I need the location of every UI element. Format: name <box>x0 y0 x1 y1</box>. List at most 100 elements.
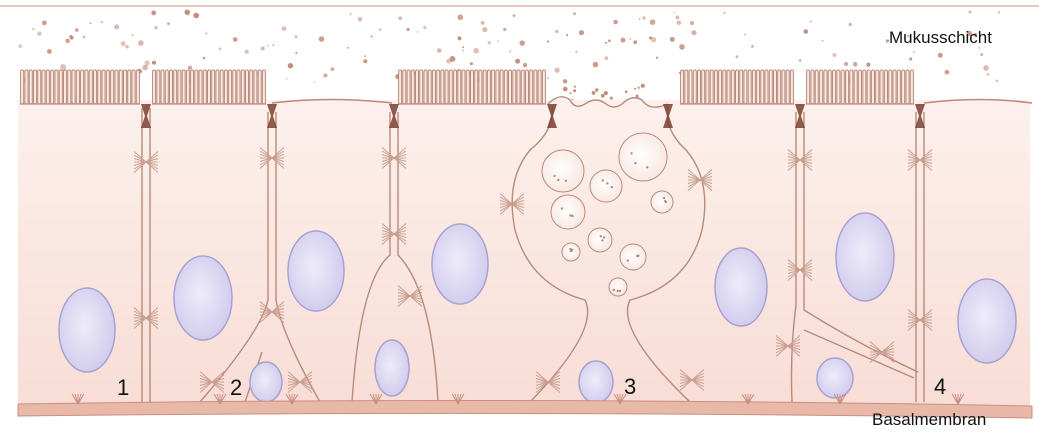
microvillus <box>719 70 722 104</box>
microvillus <box>479 70 482 104</box>
mucus-dot <box>605 56 609 60</box>
microvillus <box>867 70 870 104</box>
microvillus <box>500 70 503 104</box>
microvillus <box>487 70 490 104</box>
microvillus <box>854 70 857 104</box>
mucus-dot <box>751 45 754 48</box>
mucus-dot <box>520 40 525 45</box>
microvillus <box>458 70 461 104</box>
mucus-dot <box>37 32 41 36</box>
microvillus <box>199 70 202 104</box>
microvillus <box>534 70 537 104</box>
mucus-dot <box>595 88 598 91</box>
vesicle-granule <box>569 248 571 250</box>
microvillus <box>432 70 435 104</box>
mucus-dot <box>42 20 47 25</box>
mucus-dot <box>509 50 511 52</box>
microvillus <box>165 70 168 104</box>
microvillus <box>437 70 440 104</box>
mucus-dot <box>804 29 809 34</box>
mucus-dot <box>849 23 852 26</box>
mucus-dot <box>347 47 349 49</box>
microvillus <box>454 70 457 104</box>
microvillus <box>723 70 726 104</box>
microvillus <box>229 70 232 104</box>
microvillus <box>115 70 118 104</box>
mucus-dot <box>809 20 811 22</box>
microvillus <box>128 70 131 104</box>
mucus-dot <box>690 21 694 25</box>
microvillus <box>790 70 793 104</box>
mucus-dot <box>470 62 473 65</box>
vesicle-granule <box>636 255 638 257</box>
mucus-dot <box>154 26 158 30</box>
mucus-dot <box>457 14 463 20</box>
vesicle-granule <box>602 179 604 181</box>
mucus-dot <box>563 79 567 83</box>
nucleus <box>288 231 344 311</box>
microvillus <box>769 70 772 104</box>
microvillus <box>262 70 265 104</box>
microvillus <box>509 70 512 104</box>
microvillus <box>526 70 529 104</box>
vesicle-granule <box>646 166 648 168</box>
microvillus <box>76 70 79 104</box>
mucus-dot <box>482 27 487 32</box>
microvillus <box>98 70 101 104</box>
mucus-dot <box>18 44 22 48</box>
microvillus <box>29 70 32 104</box>
basement-membrane-label: Basalmembran <box>872 411 986 428</box>
mucus-dot <box>625 90 628 93</box>
microvillus <box>910 70 913 104</box>
microvillus <box>85 70 88 104</box>
microvillus <box>153 70 156 104</box>
microvillus <box>161 70 164 104</box>
mucus-dot <box>138 40 144 46</box>
nucleus <box>579 361 613 403</box>
microvillus <box>449 70 452 104</box>
mucus-dot <box>638 87 640 89</box>
vesicle-granule <box>630 152 632 154</box>
mucus-dot <box>331 67 335 71</box>
mucus-dot <box>987 73 990 76</box>
microvillus <box>208 70 211 104</box>
mucus-dot <box>488 41 491 44</box>
mucus-dot <box>295 35 298 38</box>
mucus-dot <box>723 12 725 14</box>
mucus-dot <box>573 12 576 15</box>
microvillus <box>21 70 24 104</box>
microvillus <box>807 70 810 104</box>
microvillus <box>837 70 840 104</box>
mucus-dot <box>288 63 293 68</box>
microvillus <box>124 70 127 104</box>
mucus-dot <box>295 52 297 54</box>
mucus-dot <box>462 50 464 52</box>
mucus-dot <box>656 57 658 59</box>
mucus-dot <box>613 20 618 25</box>
nucleus <box>958 279 1016 363</box>
microvillus <box>702 70 705 104</box>
microvillus <box>119 70 122 104</box>
cell-label-4: 4 <box>934 376 946 398</box>
mucus-dot <box>555 30 558 33</box>
microvillus <box>157 70 160 104</box>
mucus-dot <box>462 46 464 48</box>
microvillus <box>681 70 684 104</box>
microvillus <box>246 70 249 104</box>
nucleus <box>250 362 282 402</box>
vesicle-granule <box>601 239 603 241</box>
vesicle-granule <box>600 235 602 237</box>
microvilli <box>20 70 914 104</box>
vesicle <box>588 228 612 252</box>
mucus-dot <box>60 64 66 70</box>
microvillus <box>906 70 909 104</box>
microvillus <box>81 70 84 104</box>
microvillus <box>811 70 814 104</box>
mucus-dot <box>503 28 506 31</box>
mucus-dot <box>151 11 156 16</box>
microvillus <box>530 70 533 104</box>
mucus-dot <box>261 46 265 50</box>
mucus-dot <box>497 40 499 42</box>
mucus-dot <box>47 49 52 54</box>
mucus-dot <box>799 59 801 61</box>
